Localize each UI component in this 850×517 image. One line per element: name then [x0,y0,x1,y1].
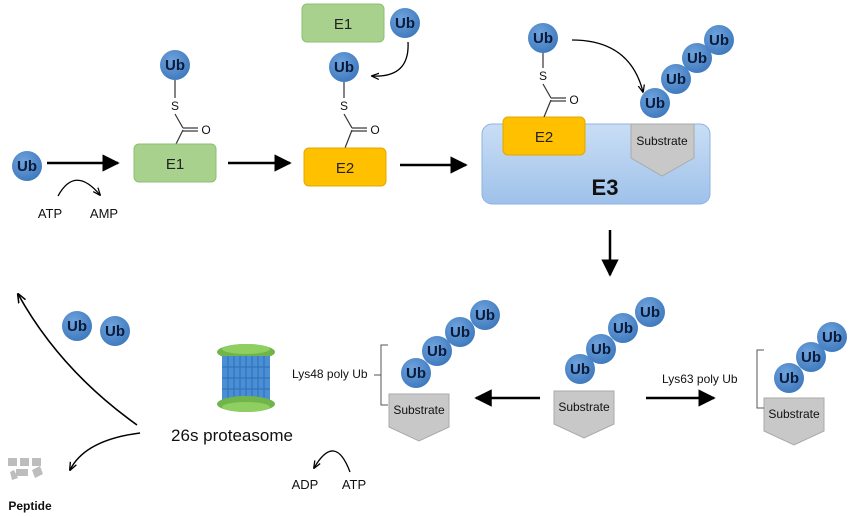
svg-text:Ub: Ub [427,343,447,360]
lys48-label: Lys48 poly Ub [292,367,368,381]
svg-text:Ub: Ub [801,349,821,366]
svg-text:O: O [370,123,379,137]
svg-text:Substrate: Substrate [768,407,820,421]
svg-text:Ub: Ub [406,365,426,382]
svg-text:Ub: Ub [709,32,729,49]
svg-text:Ub: Ub [822,329,842,346]
svg-text:O: O [201,123,210,137]
e2-ub-complex: Ub S O E2 [303,52,387,187]
ub-free-left: Ub [12,151,42,181]
svg-text:S: S [340,99,348,113]
svg-text:E3: E3 [592,175,619,200]
svg-text:Ub: Ub [687,50,707,67]
e1-top: E1 [301,3,385,43]
peptide-fragments [8,458,43,480]
atp-label-1: ATP [38,206,62,221]
svg-text:Ub: Ub [640,304,660,321]
svg-text:E2: E2 [535,129,553,146]
svg-text:Substrate: Substrate [393,403,445,417]
peptide-label: Peptide [8,499,52,513]
proteasome-label: 26s proteasome [171,426,293,445]
atp-amp-curve [57,179,100,196]
svg-text:Ub: Ub [450,324,470,341]
ub-recycled: Ub Ub [62,311,130,346]
lys63-label: Lys63 poly Ub [662,372,738,386]
svg-text:Ub: Ub [613,320,633,337]
e3-complex: E3 E2 Ub S O Substrate Ub Ub Ub Ub [481,23,734,205]
svg-text:Ub: Ub [105,323,125,340]
ub-transfer-curve [372,41,409,76]
svg-text:O: O [569,93,578,107]
ub-to-substrate-curve [571,39,643,92]
svg-text:Ub: Ub [591,341,611,358]
svg-text:Substrate: Substrate [558,400,610,414]
svg-text:E2: E2 [336,160,354,177]
svg-text:E1: E1 [334,16,352,33]
svg-text:Substrate: Substrate [636,134,688,148]
svg-text:Ub: Ub [570,361,590,378]
svg-text:Ub: Ub [67,318,87,335]
svg-text:S: S [171,99,179,113]
svg-text:Ub: Ub [475,307,495,324]
svg-text:Ub: Ub [645,95,665,112]
svg-text:Ub: Ub [779,370,799,387]
ub-top-free: Ub [390,8,420,38]
e1-ub-complex: Ub S O E1 [133,50,217,183]
center-polyub-substrate: Substrate Ub Ub Ub Ub [553,297,665,439]
lys63-polyub-substrate: Substrate Ub Ub Ub [756,322,847,446]
svg-text:Ub: Ub [533,30,553,47]
atp-label-2: ATP [342,477,366,492]
adp-label: ADP [292,477,319,492]
svg-text:Ub: Ub [334,59,354,76]
svg-text:Ub: Ub [395,15,415,32]
lys48-polyub-substrate: Substrate Ub Ub Ub Ub [374,300,500,442]
adp-atp-curve [314,450,351,473]
svg-text:S: S [539,69,547,83]
peptide-arrow [70,432,141,470]
svg-text:Ub: Ub [17,158,37,175]
svg-text:Ub: Ub [165,57,185,74]
svg-text:Ub: Ub [666,71,686,88]
amp-label: AMP [90,206,118,221]
svg-text:E1: E1 [166,156,184,173]
recycle-arrow [18,294,138,426]
proteasome-icon [217,344,275,412]
